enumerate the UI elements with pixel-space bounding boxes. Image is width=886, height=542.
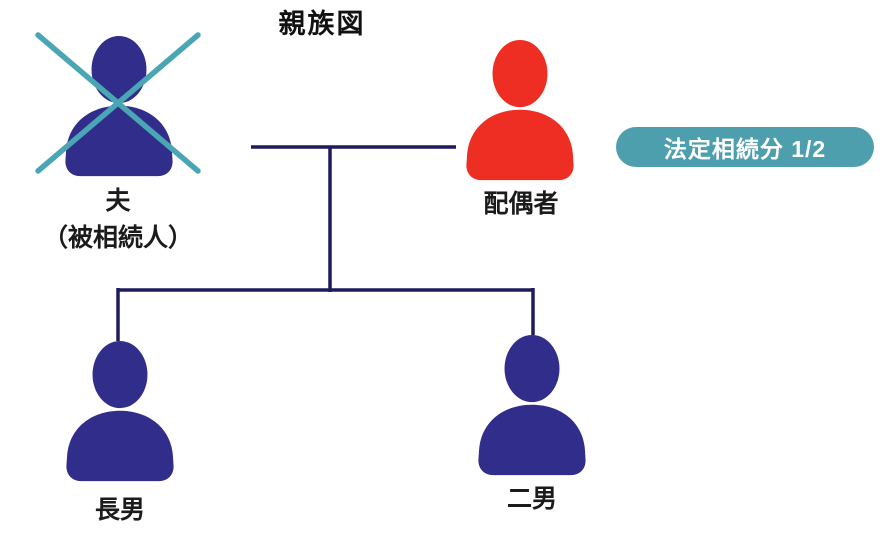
husband-name: 夫 [105, 187, 131, 215]
eldest-son-name: 長男 [94, 496, 145, 524]
spouse-name: 配偶者 [483, 190, 559, 218]
second-son-person-icon [478, 335, 586, 476]
person-eldest-son [53, 341, 187, 483]
husband-role: （被相続人） [42, 224, 193, 252]
deceased-cross-icon [35, 32, 201, 174]
second-son-name: 二男 [506, 485, 557, 513]
eldest-son-person-icon [66, 341, 174, 482]
diagram-title: 親族図 [278, 9, 366, 39]
person-second-son [465, 335, 599, 477]
inheritance-share-label: 法定相続分 1/2 [663, 136, 827, 162]
second-son-label: 二男 [432, 481, 632, 518]
inheritance-share-badge: 法定相続分 1/2 [616, 127, 874, 167]
person-spouse [453, 40, 587, 182]
spouse-person-icon [466, 40, 574, 181]
eldest-son-label: 長男 [20, 492, 220, 529]
husband-label: 夫 （被相続人） [8, 183, 228, 257]
spouse-label: 配偶者 [431, 186, 611, 223]
